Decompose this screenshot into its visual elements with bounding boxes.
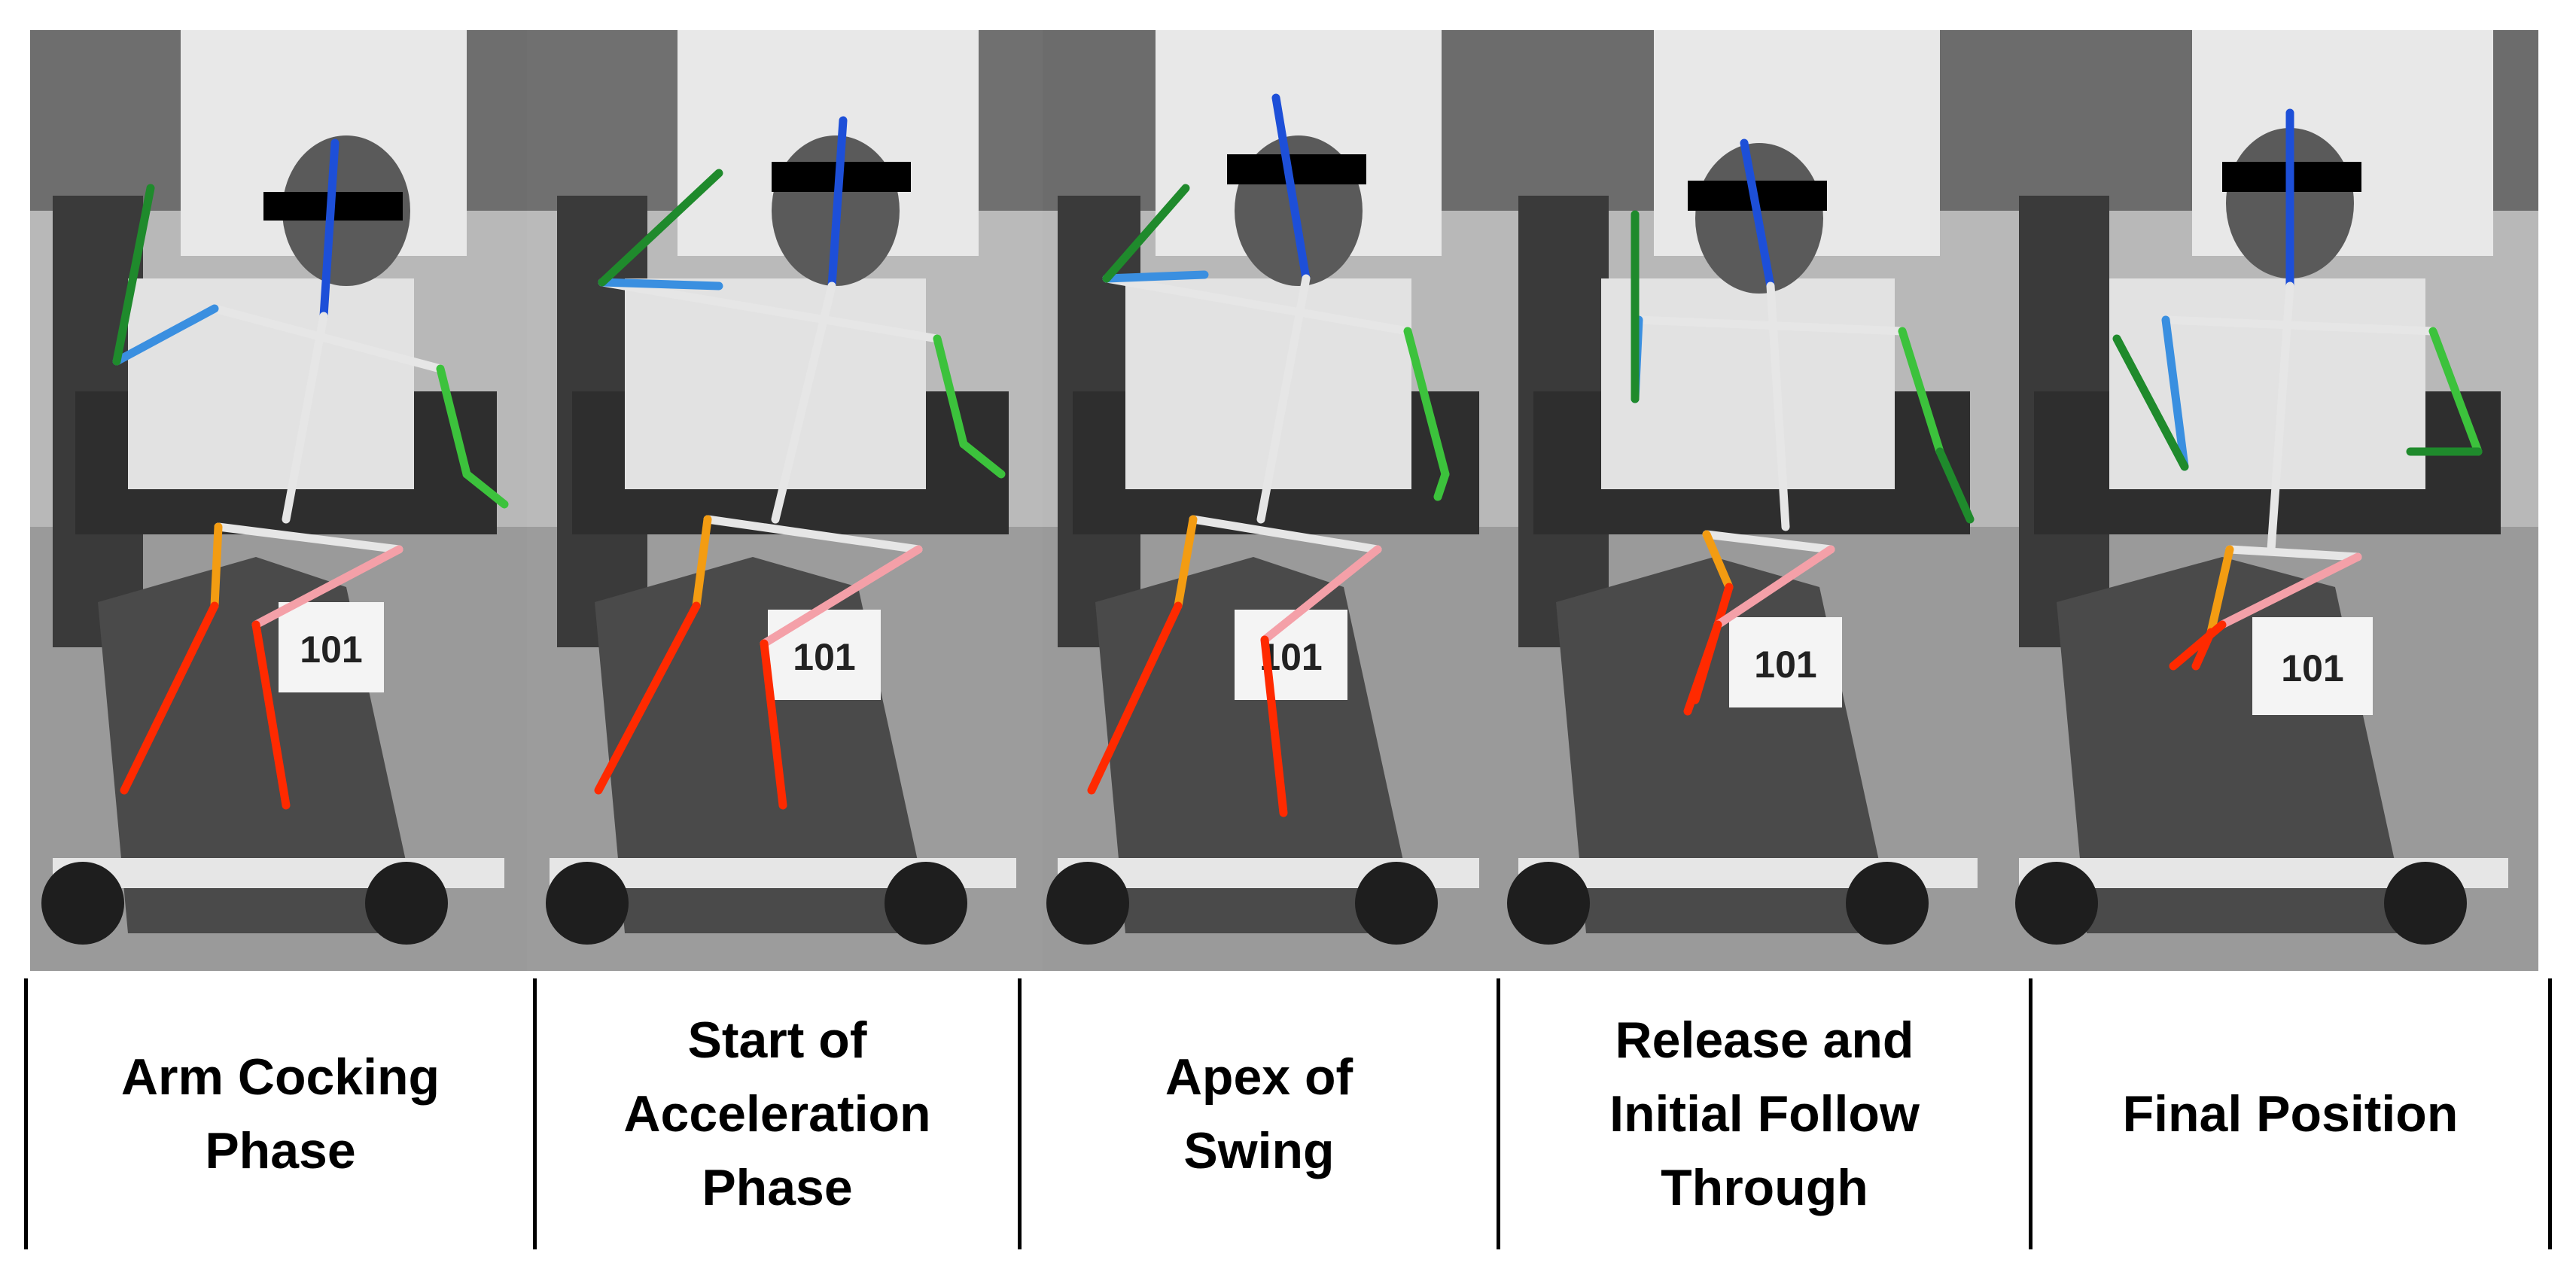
phase-caption: Start of Acceleration Phase — [623, 1012, 931, 1216]
caption-cell-start-acceleration: Start of Acceleration Phase — [537, 978, 1018, 1249]
athlete-photo: 101 — [527, 30, 1043, 971]
photo-panel-final-position: 101 — [2004, 30, 2538, 971]
athlete-photo: 101 — [2004, 30, 2538, 971]
bib-card — [768, 610, 881, 700]
pose-skeleton — [594, 116, 1006, 810]
pose-skeleton — [1631, 138, 1975, 716]
photo-panel-arm-cocking: 101 — [30, 30, 527, 971]
athlete-photo: 101 — [1043, 30, 1503, 971]
bib-number: 101 — [793, 636, 855, 678]
bib-number: 101 — [1754, 644, 1816, 686]
caption-divider — [2548, 978, 2552, 1249]
eye-redaction-bar — [1227, 154, 1366, 184]
photo-panel-release-follow-through: 101 — [1503, 30, 2004, 971]
caption-divider — [1018, 978, 1022, 1249]
athlete-photo: 101 — [1503, 30, 2004, 971]
photo-panel-apex-of-swing: 101 — [1043, 30, 1503, 971]
caption-divider — [1497, 978, 1500, 1249]
bib-card — [2252, 617, 2373, 715]
photo-panel-start-acceleration: 101 — [527, 30, 1043, 971]
pose-skeleton — [112, 138, 509, 810]
bib-number: 101 — [2281, 647, 2343, 689]
bib-number: 101 — [300, 628, 362, 671]
pose-skeleton — [2112, 108, 2483, 671]
athlete-photo: 101 — [30, 30, 527, 971]
caption-divider — [533, 978, 537, 1249]
phase-caption: Release and Initial Follow Through — [1609, 1012, 1920, 1216]
caption-divider — [2029, 978, 2032, 1249]
phase-caption: Final Position — [2122, 1085, 2459, 1143]
caption-cell-arm-cocking: Arm Cocking Phase — [28, 978, 533, 1249]
caption-cell-apex-of-swing: Apex of Swing — [1022, 978, 1497, 1249]
phase-caption: Apex of Swing — [1165, 1048, 1353, 1179]
phase-caption: Arm Cocking Phase — [120, 1048, 440, 1179]
caption-divider — [24, 978, 28, 1249]
pose-skeleton — [1087, 93, 1450, 817]
bib-card — [1729, 617, 1842, 707]
caption-cell-final-position: Final Position — [2032, 978, 2548, 1249]
caption-cell-release-follow-through: Release and Initial Follow Through — [1500, 978, 2029, 1249]
bib-card — [1235, 610, 1347, 700]
bib-card — [279, 602, 384, 692]
